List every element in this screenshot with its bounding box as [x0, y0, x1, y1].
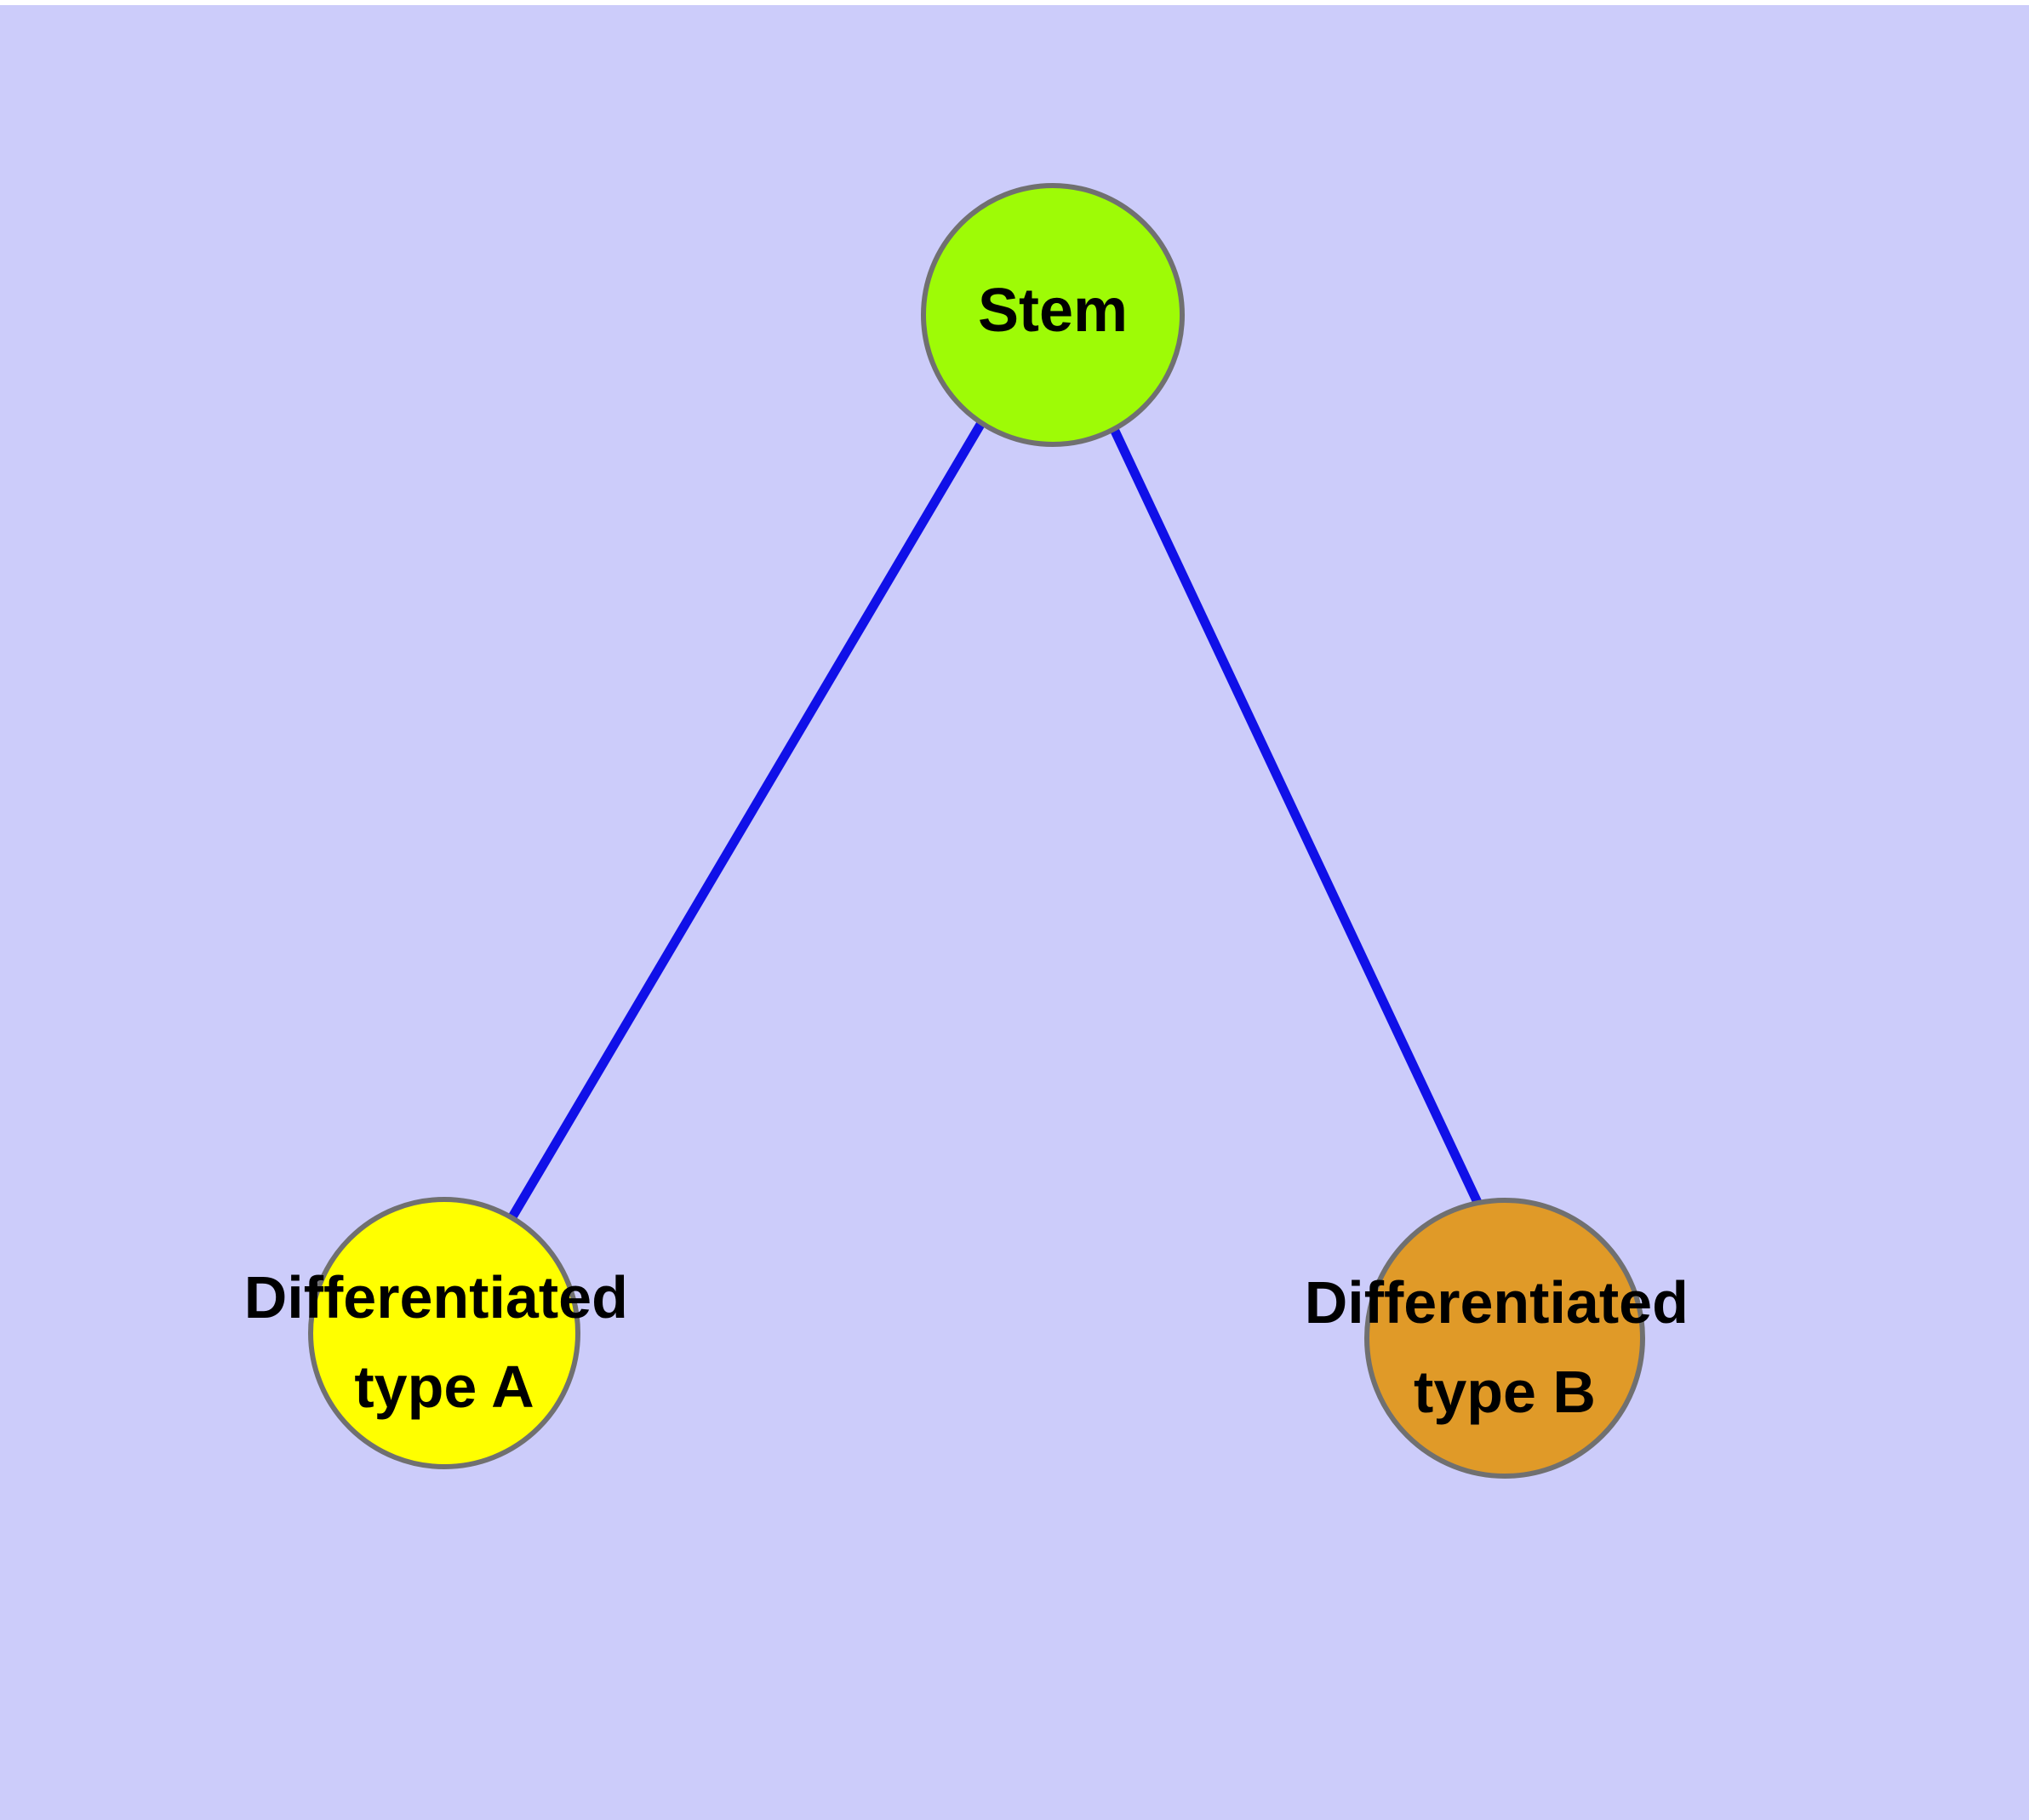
node-stem-circle[interactable]	[921, 183, 1185, 447]
edge-stem-to-differentiated-type-a[interactable]	[506, 421, 986, 1222]
node-differentiated-type-a-label-line-2: type A	[354, 1354, 534, 1420]
node-differentiated-type-b-circle[interactable]	[1364, 1198, 1645, 1479]
node-differentiated-type-a-circle[interactable]	[308, 1197, 580, 1469]
node-layer: Stem Differentiated type A Differentiate…	[244, 183, 1706, 1479]
node-differentiated-type-b-label-line-1: Differentiated	[1305, 1269, 1689, 1336]
node-differentiated-type-b[interactable]: Differentiated type B	[1305, 1198, 1706, 1479]
node-differentiated-type-a-label: Differentiated type A	[244, 1264, 645, 1420]
node-differentiated-type-a-label-line-1: Differentiated	[244, 1264, 628, 1331]
node-stem[interactable]: Stem	[921, 183, 1185, 447]
node-differentiated-type-b-label: Differentiated type B	[1305, 1269, 1706, 1425]
edge-stem-to-differentiated-type-b[interactable]	[1109, 425, 1492, 1227]
node-stem-label: Stem	[978, 277, 1128, 345]
node-differentiated-type-a[interactable]: Differentiated type A	[244, 1197, 645, 1469]
edge-layer	[506, 421, 1492, 1227]
node-stem-label-line-1: Stem	[978, 277, 1128, 345]
node-differentiated-type-b-label-line-2: type B	[1414, 1359, 1596, 1425]
